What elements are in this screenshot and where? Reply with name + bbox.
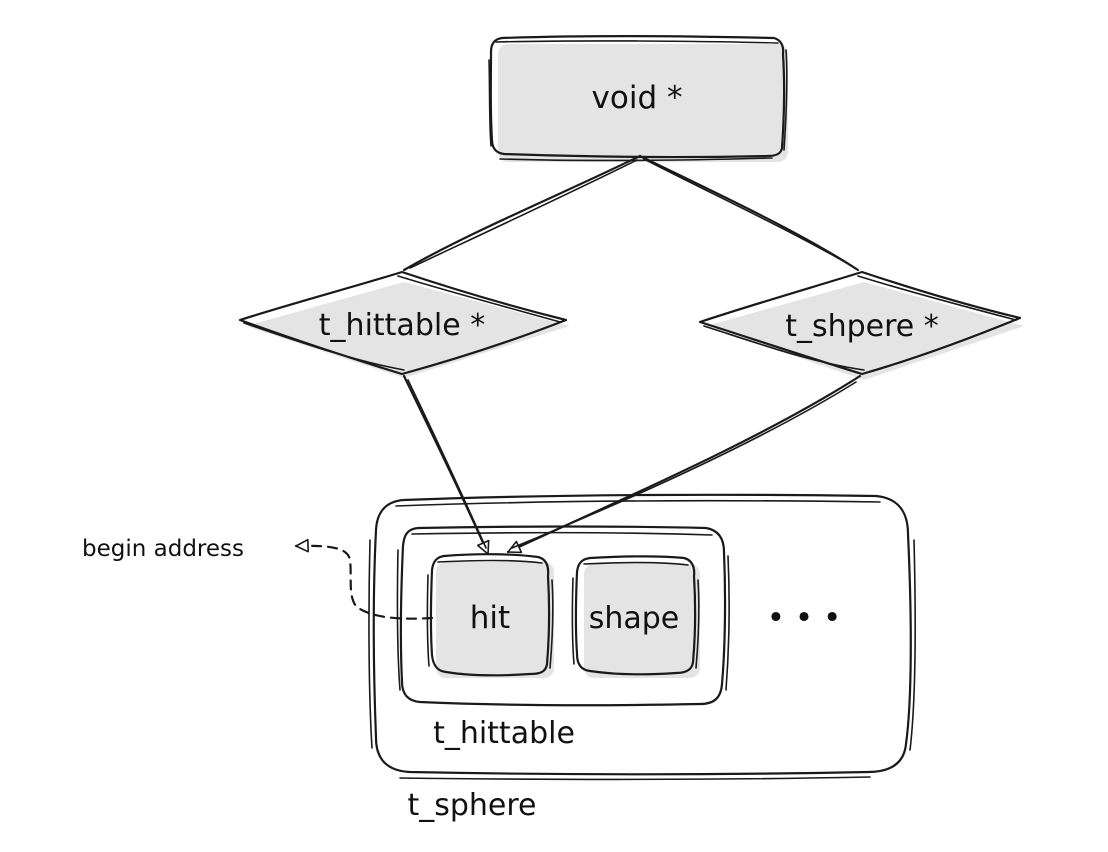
hittable-struct-label: t_hittable bbox=[433, 716, 575, 751]
more-fields-ellipsis: • • • bbox=[767, 600, 842, 636]
hittable-pointer-node: t_hittable * bbox=[238, 270, 570, 378]
hit-field-label: hit bbox=[470, 600, 510, 636]
hittable-pointer-label: t_hittable * bbox=[319, 308, 485, 343]
void-to-pointer-connectors bbox=[402, 154, 860, 272]
shape-field-label: shape bbox=[589, 601, 680, 636]
hittable-struct: t_hittable bbox=[396, 525, 730, 751]
void-pointer-label: void * bbox=[592, 80, 683, 116]
pointer-arrows bbox=[402, 374, 862, 556]
sphere-pointer-label: t_shpere * bbox=[785, 309, 939, 344]
void-pointer-node: void * bbox=[488, 35, 788, 162]
sphere-struct: t_sphere bbox=[368, 493, 916, 823]
hit-field: hit bbox=[426, 553, 554, 678]
sphere-pointer-node: t_shpere * bbox=[698, 270, 1024, 380]
begin-address-label: begin address bbox=[82, 536, 244, 562]
sphere-struct-label: t_sphere bbox=[407, 788, 536, 823]
shape-field: shape bbox=[571, 555, 700, 678]
begin-address-annotation: begin address bbox=[82, 536, 434, 620]
